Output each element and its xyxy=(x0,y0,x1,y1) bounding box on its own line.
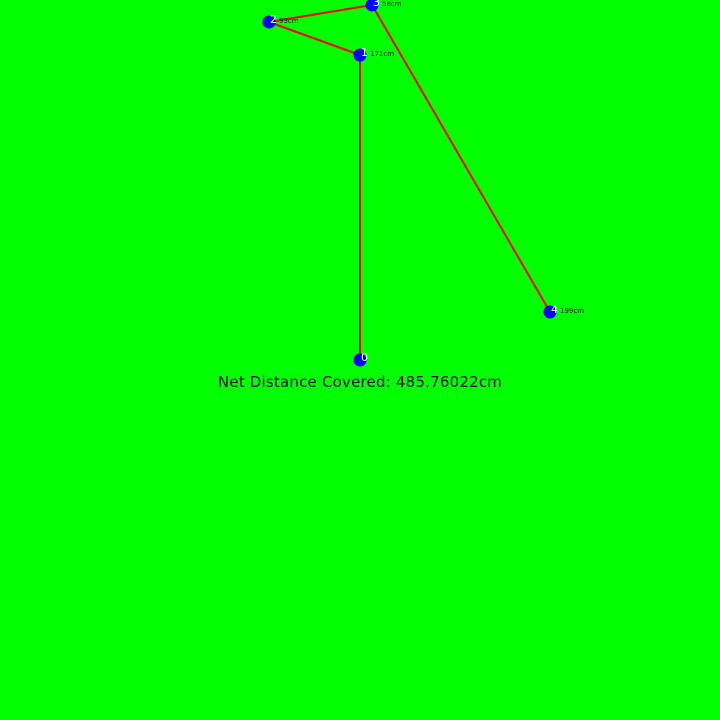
path-node-index-label: 3 xyxy=(373,0,380,9)
path-node-index-label: 2 xyxy=(270,13,277,26)
path-node-marker xyxy=(262,15,276,29)
path-segment-3-4 xyxy=(371,4,551,313)
path-node-marker xyxy=(353,353,367,367)
path-node-index-label: 0 xyxy=(361,351,368,364)
path-node-distance-label: 199cm xyxy=(560,307,584,315)
path-node-index-label: 4 xyxy=(551,303,558,316)
path-node-distance-label: 171cm xyxy=(370,50,394,58)
path-segment-2-3 xyxy=(268,4,373,23)
net-distance-label: Net Distance Covered: 485.76022cm xyxy=(217,373,503,391)
path-node-marker xyxy=(353,48,367,62)
path-node-0: 0 xyxy=(353,351,368,367)
path-node-distance-label: 58cm xyxy=(382,0,402,8)
path-edges xyxy=(268,4,551,360)
path-segment-1-2 xyxy=(268,21,361,56)
path-node-index-label: 1 xyxy=(361,46,368,59)
path-node-distance-label: 93cm xyxy=(279,17,299,25)
path-node-marker xyxy=(365,0,379,12)
path-node-marker xyxy=(543,305,557,319)
